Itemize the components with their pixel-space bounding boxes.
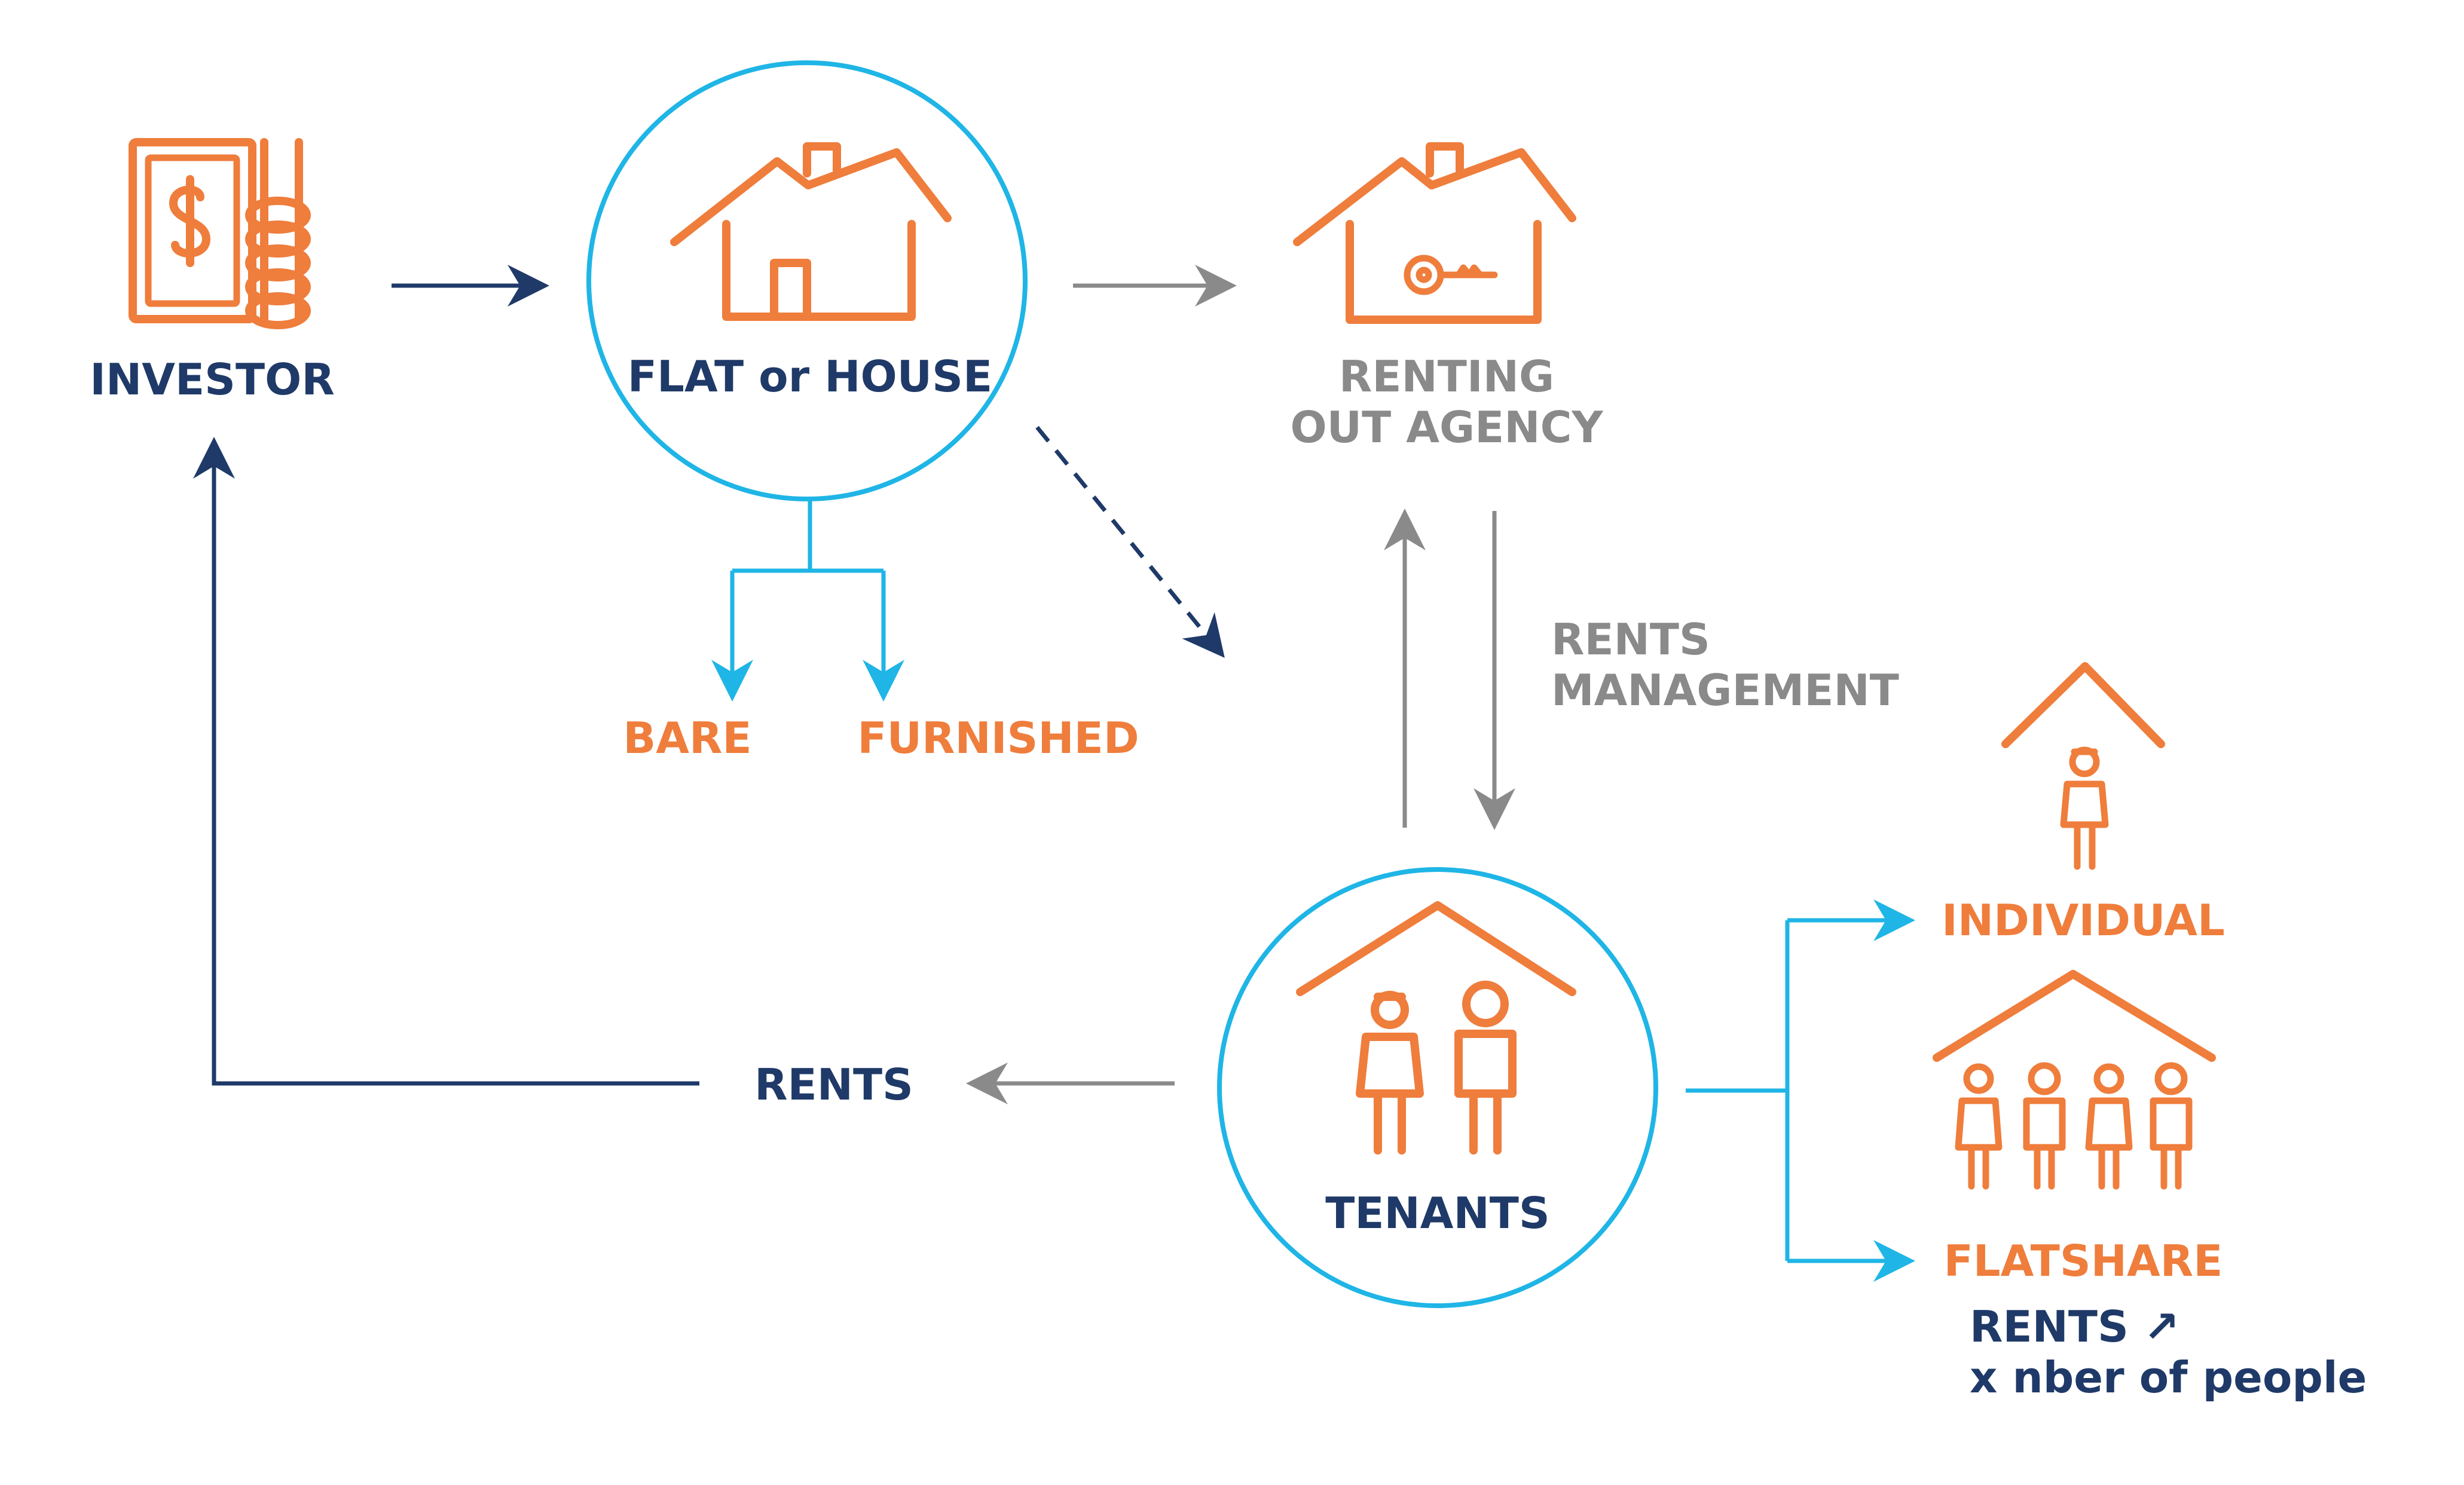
flatshare-note-line2: x nber of people <box>1970 1352 2367 1403</box>
tenants-circle <box>1217 867 1658 1308</box>
furnished-label: FURNISHED <box>857 713 1139 763</box>
arrow-property-to-tenants-dashed <box>1035 425 1225 658</box>
flat-or-house-label: FLAT or HOUSE <box>628 351 992 402</box>
agency-label-line1: RENTING <box>1339 351 1554 402</box>
investor-label: INVESTOR <box>90 354 335 405</box>
money-coins-icon <box>129 138 311 329</box>
couple-under-roof-icon <box>1296 901 1576 1155</box>
bare-label: BARE <box>623 713 751 763</box>
person-under-roof-icon <box>2001 662 2165 870</box>
flatshare-label: FLATSHARE <box>1944 1236 2223 1286</box>
house-icon <box>670 142 952 321</box>
individual-label: INDIVIDUAL <box>1942 895 2225 945</box>
house-key-icon <box>1293 142 1576 324</box>
connector-property-split <box>732 499 884 573</box>
rents-management-label-line2: MANAGEMENT <box>1551 665 1899 715</box>
flatshare-note-line1: RENTS ↗ <box>1970 1302 2179 1352</box>
rents-label: RENTS <box>754 1060 913 1110</box>
flat-or-house-circle <box>586 60 1028 501</box>
tenants-label: TENANTS <box>1325 1188 1550 1238</box>
agency-label-line2: OUT AGENCY <box>1290 402 1603 452</box>
arrow-rents-to-investor <box>193 437 699 1086</box>
rents-management-label-line1: RENTS <box>1551 614 1710 665</box>
connector-tenants-split <box>1686 920 1790 1261</box>
group-under-roof-icon <box>1933 970 2216 1190</box>
